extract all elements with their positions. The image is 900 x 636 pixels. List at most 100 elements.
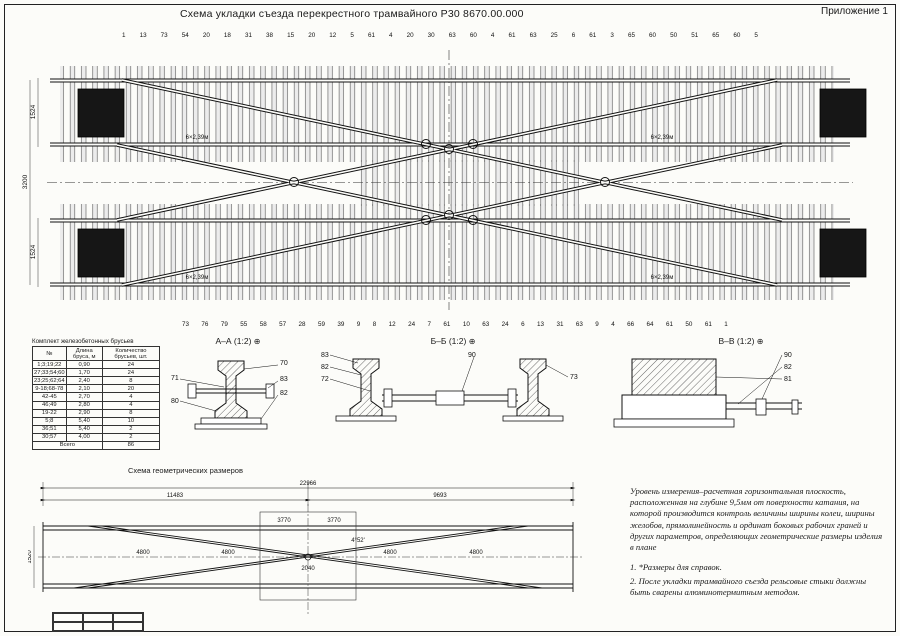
callout-number: 24 xyxy=(408,321,416,328)
part-label: 90 xyxy=(784,352,792,359)
part-label: 82 xyxy=(280,390,288,397)
callout-number: 9 xyxy=(595,321,599,328)
dim-mid-left: 3770 xyxy=(277,518,291,524)
section-a-drawing: 71 80 70 83 82 xyxy=(171,360,288,430)
callout-number: 65 xyxy=(627,32,635,39)
stamp-cell xyxy=(83,622,113,631)
note-item: 2. После укладки трамвайного съезда рель… xyxy=(630,575,867,598)
callout-number: 20 xyxy=(202,32,210,39)
part-label: 71 xyxy=(171,375,179,382)
callout-number: 58 xyxy=(259,321,267,328)
callout-number: 54 xyxy=(181,32,189,39)
corner-stamp xyxy=(52,612,144,632)
callout-number: 25 xyxy=(550,32,558,39)
callout-number: 50 xyxy=(670,32,678,39)
stamp-cell xyxy=(113,622,143,631)
callout-number: 61 xyxy=(704,321,712,328)
part-label: 73 xyxy=(570,374,578,381)
callout-number: 15 xyxy=(287,32,295,39)
section-b-drawing: 83 82 72 90 73 xyxy=(321,352,578,422)
dim-angle: 4°52' xyxy=(351,538,365,544)
callout-number: 7 xyxy=(427,321,431,328)
cell-number: 27;33;54;60 xyxy=(32,368,67,378)
callout-number: 30 xyxy=(427,32,435,39)
callout-number: 63 xyxy=(575,321,583,328)
callout-number: 20 xyxy=(308,32,316,39)
section-a: А–А (1:2) ⊕ 71 80 70 83 82 xyxy=(168,336,308,452)
callout-number: 8 xyxy=(372,321,377,328)
dim-lines xyxy=(40,486,576,502)
scheme-axes xyxy=(38,504,583,616)
callout-number: 31 xyxy=(244,32,252,39)
dim-a2: 4800 xyxy=(221,550,235,556)
cell-length: 2,90 xyxy=(65,408,103,418)
callout-number: 66 xyxy=(627,321,635,328)
table-row: 42-45 2,70 4 xyxy=(32,392,161,402)
section-b-title-text: Б–Б (1:2) xyxy=(430,336,467,346)
table-row: 46;49 2,80 4 xyxy=(32,400,161,410)
frog-circles xyxy=(289,139,610,225)
gauge-dim-bottom: 1524 xyxy=(30,244,37,259)
cell-number: 42-45 xyxy=(32,392,67,402)
left-dimensions: 1524 3200 1524 xyxy=(22,78,39,287)
table-row: 1;3;19;22 0,90 24 xyxy=(32,360,161,370)
total-label: Всего xyxy=(32,440,103,451)
cell-length: 1,70 xyxy=(65,368,103,378)
callout-number: 12 xyxy=(388,321,396,328)
table-row: 30;57 4,00 2 xyxy=(32,432,161,442)
cell-number: 19-22 xyxy=(32,408,67,418)
geometry-title: Схема геометрических размеров xyxy=(128,466,243,475)
cell-length: 4,00 xyxy=(65,432,103,442)
table-row: 9-18;68-78 2,10 20 xyxy=(32,384,161,394)
callout-number: 51 xyxy=(691,32,699,39)
total-value: 86 xyxy=(101,440,161,451)
callout-number: 24 xyxy=(501,321,509,328)
callout-number: 57 xyxy=(279,321,287,328)
cell-qty: 8 xyxy=(101,408,161,418)
cell-qty: 24 xyxy=(101,360,161,370)
spacing-label: 6×2,39м xyxy=(651,135,674,141)
crossover-rails xyxy=(116,78,783,287)
cell-number: 30;57 xyxy=(32,432,67,442)
callout-number: 61 xyxy=(367,32,375,39)
gauge-dim-top: 1524 xyxy=(30,104,37,119)
callout-number: 5 xyxy=(350,32,354,39)
sleepers xyxy=(60,66,834,300)
table-row: 23;25;62;64 2,40 8 xyxy=(32,376,161,386)
spacing-labels: 6×2,39м 6×2,39м 6×2,39м 6×2,39м xyxy=(186,135,674,281)
view-direction-icon: ⊕ xyxy=(756,337,764,346)
section-b: Б–Б (1:2) ⊕ 83 82 72 90 73 xyxy=(318,336,588,452)
callout-number: 55 xyxy=(240,321,248,328)
callout-number: 79 xyxy=(220,321,228,328)
callout-number: 60 xyxy=(733,32,741,39)
dim-gauge: 1520 xyxy=(28,550,33,564)
track-distance-dim: 3200 xyxy=(22,174,29,189)
cell-number: 36;51 xyxy=(32,424,67,434)
view-direction-icon: ⊕ xyxy=(468,337,476,346)
cell-qty: 20 xyxy=(101,384,161,394)
cell-length: 2,10 xyxy=(65,384,103,394)
part-label: 83 xyxy=(280,376,288,383)
measurement-note: Уровень измерения–расчетная горизонтальн… xyxy=(630,486,883,552)
dim-mid-right: 3770 xyxy=(327,518,341,524)
callout-number: 9 xyxy=(356,321,361,328)
cell-length: 0,90 xyxy=(65,360,103,370)
section-a-title-text: А–А (1:2) xyxy=(215,336,252,346)
cell-number: 46;49 xyxy=(32,400,67,410)
part-label: 72 xyxy=(321,376,329,383)
callout-number: 63 xyxy=(529,32,537,39)
part-label: 83 xyxy=(321,352,329,359)
stamp-cell xyxy=(113,613,143,622)
total-row: Всего 86 xyxy=(32,440,161,451)
callout-number: 64 xyxy=(646,321,654,328)
dim-a3: 4800 xyxy=(383,550,397,556)
cell-qty: 24 xyxy=(101,368,161,378)
section-b-title: Б–Б (1:2) ⊕ xyxy=(318,336,588,346)
sleeper-kit-title: Комплект железобетонных брусьев xyxy=(32,338,134,345)
callout-number: 1 xyxy=(122,32,126,39)
callout-number: 59 xyxy=(317,321,325,328)
part-label: 81 xyxy=(784,376,792,383)
